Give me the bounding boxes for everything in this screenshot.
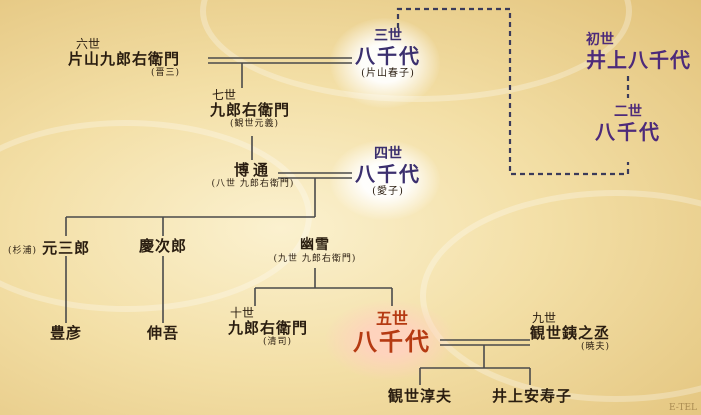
alias-note: (九世 九郎右衛門) (273, 254, 357, 264)
node-shingo: 伸吾 (137, 325, 189, 342)
person-name: 九郎右衛門 (210, 101, 291, 119)
generation-label: 十世 (230, 306, 255, 320)
alias-note: (清司) (262, 337, 293, 347)
node-kanze-atsuo: 観世淳夫 (378, 388, 462, 405)
person-name: 豊彦 (49, 324, 82, 342)
node-toyohiko: 豊彦 (40, 325, 92, 342)
person-name: 観世銕之丞 (530, 324, 611, 342)
person-name: 八千代 (355, 162, 421, 186)
person-name: 片山九郎右衛門 (68, 50, 181, 68)
person-name: 慶次郎 (138, 237, 187, 255)
person-name: 井上八千代 (586, 48, 691, 72)
node-yachiyo-2nd: 二世 八千代 (590, 104, 666, 144)
broadcaster-watermark: E-TEL (668, 403, 697, 413)
alias-note: (暁夫) (580, 342, 611, 352)
node-kuroemon-7th: 七世 九郎右衛門 (観世元義) (210, 89, 290, 130)
node-hiromichi: 博通 (八世 九郎右衛門) (208, 162, 298, 190)
generation-label: 三世 (374, 28, 402, 44)
generation-label: 四世 (374, 146, 402, 162)
alias-note: (八世 九郎右衛門) (211, 179, 295, 189)
generation-label: 九世 (532, 311, 557, 325)
person-name: 元三郎 (42, 239, 91, 257)
node-yukisetsu: 幽雪 (九世 九郎右衛門) (262, 237, 368, 265)
person-name: 井上安寿子 (491, 387, 572, 405)
generation-label: 六世 (76, 37, 101, 51)
node-motosaburo: (杉浦) 元三郎 (8, 238, 90, 257)
person-name: 観世淳夫 (387, 387, 452, 405)
generation-label: 二世 (614, 104, 642, 120)
generation-label: 初世 (586, 32, 614, 48)
generation-label: 七世 (212, 88, 237, 102)
node-kanze-tetsunojo-9th: 九世 観世銕之丞 (暁夫) (530, 312, 610, 353)
background-swirl (0, 120, 312, 312)
adoption-dashed-line (396, 7, 630, 176)
person-name: 博通 (233, 161, 272, 179)
person-name: 八千代 (355, 44, 421, 68)
person-name: 幽雪 (300, 237, 330, 253)
alias-note: (愛子) (372, 186, 404, 197)
node-kuroemon-10th: 十世 九郎右衛門 (清司) (228, 307, 308, 348)
alias-note: (片山春子) (361, 68, 415, 79)
alias-note: (杉浦) (8, 246, 38, 256)
node-kayama-kuroemon-6th: 六世 片山九郎右衛門 (晋三) (68, 38, 180, 79)
person-name: 伸吾 (146, 324, 179, 342)
person-name: 九郎右衛門 (228, 319, 309, 337)
node-yachiyo-5th: 五世 八千代 (350, 310, 434, 356)
highlight-halo-yachiyo5 (325, 300, 455, 380)
node-yachiyo-3rd: 三世 八千代 (片山春子) (352, 28, 424, 79)
highlight-halo-yachiyo4 (330, 140, 440, 220)
person-name: 八千代 (595, 120, 661, 144)
person-name: 八千代 (353, 327, 431, 356)
alias-note: (晋三) (150, 68, 181, 78)
node-inoue-yasuko: 井上安寿子 (484, 388, 580, 405)
alias-note: (観世元義) (230, 119, 280, 129)
node-yachiyo-4th: 四世 八千代 (愛子) (352, 146, 424, 197)
node-keijiro: 慶次郎 (130, 238, 196, 255)
generation-label: 五世 (375, 309, 408, 328)
node-inoue-yachiyo-1st: 初世 井上八千代 (586, 32, 691, 72)
